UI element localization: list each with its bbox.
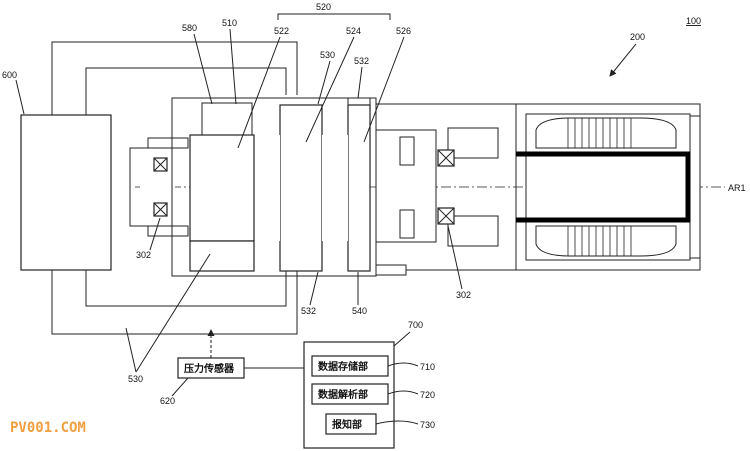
label-532-bottom: 532: [301, 306, 316, 316]
label-600: 600: [2, 70, 17, 80]
label-710: 710: [420, 362, 435, 372]
plate-532-top: [347, 97, 371, 106]
label-526: 526: [396, 26, 411, 36]
label-100: 100: [686, 16, 701, 26]
label-580: 580: [182, 23, 197, 33]
pump-housing: [171, 97, 377, 277]
controller-box: [20, 114, 112, 271]
chamber-522: [189, 134, 255, 242]
label-530-top: 530: [320, 50, 335, 60]
motor: [515, 103, 701, 271]
label-720: 720: [420, 390, 435, 400]
label-302-left: 302: [136, 250, 151, 260]
watermark: PV001.COM: [10, 420, 86, 436]
pressure-sensor-label: 压力传感器: [184, 362, 235, 375]
pipe-outer-loop: [51, 41, 298, 335]
label-620: 620: [160, 396, 175, 406]
data-storage-label: 数据存储部: [318, 360, 368, 373]
label-302-right: 302: [456, 290, 471, 300]
label-ar1: AR1: [728, 183, 746, 193]
label-522: 522: [274, 26, 289, 36]
label-520: 520: [316, 2, 331, 12]
label-540: 540: [352, 306, 367, 316]
label-532-top: 532: [354, 56, 369, 66]
chamber-526: [347, 104, 371, 272]
notifier-label: 报知部: [332, 418, 362, 431]
label-510: 510: [222, 18, 237, 28]
label-700: 700: [408, 320, 423, 330]
label-530-bottom: 530: [128, 374, 143, 384]
label-200: 200: [630, 32, 645, 42]
label-730: 730: [420, 420, 435, 430]
rotor: [516, 151, 691, 223]
label-524: 524: [346, 26, 361, 36]
pipe-inner-loop: [85, 67, 287, 307]
chamber-524: [279, 104, 323, 272]
data-analysis-label: 数据解析部: [318, 388, 368, 401]
coupling-section: [375, 103, 517, 276]
